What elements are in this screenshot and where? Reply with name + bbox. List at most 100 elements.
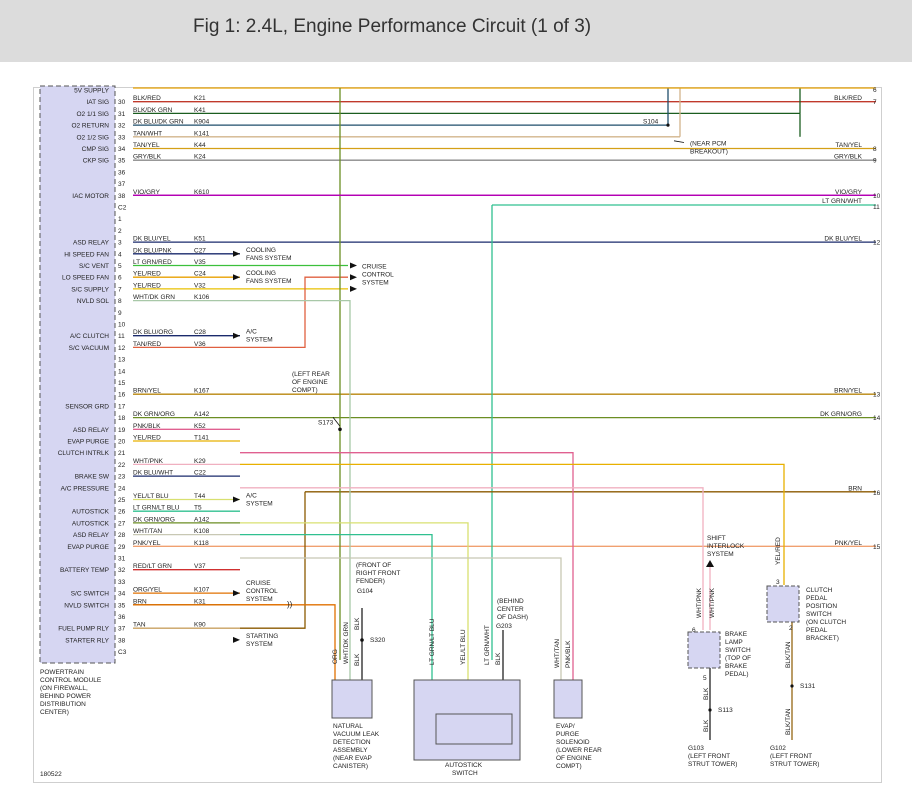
- clutch-pedal-label-line: PEDAL: [806, 595, 828, 602]
- right-wire-color-label: LT GRN/WHT: [822, 198, 862, 205]
- pcm-pin-number: 11: [118, 333, 125, 340]
- wire-color-label: GRY/BLK: [133, 154, 162, 161]
- pcm-pin-label: O2 1/1 SIG: [76, 111, 109, 118]
- left-rear-label-line: OF ENGINE: [292, 379, 328, 386]
- wire-t5-drop: [240, 533, 433, 680]
- right-wire-color-label: DK BLU/YEL: [824, 236, 862, 243]
- wire-color-label: BRN: [133, 598, 147, 605]
- pcm-pin-number: 31: [118, 556, 126, 563]
- pcm-pin-label: IAT SIG: [86, 99, 109, 106]
- pcm-pin-number: 34: [118, 591, 126, 598]
- pcm-pin-number: 34: [118, 146, 126, 153]
- right-connector-number: 9: [873, 158, 877, 165]
- evap-label-line: (LOWER REAR: [556, 747, 602, 754]
- right-connector-number: 10: [873, 193, 881, 200]
- pin-label: 5: [703, 675, 707, 682]
- pcm-pin-label: ASD RELAY: [73, 532, 110, 539]
- cruise2-label-line: CRUISE: [246, 580, 271, 587]
- nvld-label-line: CANISTER): [333, 763, 368, 770]
- pcm-pin-label: O2 RETURN: [71, 123, 109, 130]
- pcm-pin-label: IAC MOTOR: [72, 193, 109, 200]
- wire-color-label: VIO/GRY: [133, 189, 161, 196]
- pcm-pin-number: 6: [118, 275, 122, 282]
- pcm-pin-label: BATTERY TEMP: [60, 567, 109, 574]
- wire-color-label: DK GRN/ORG: [133, 411, 175, 418]
- wire-color-label: YEL/RED: [133, 271, 161, 278]
- evap-label-line: COMPT): [556, 763, 582, 770]
- clutch-pedal-label-line: POSITION: [806, 603, 837, 610]
- s173-label: S173: [318, 419, 334, 426]
- wire-circuit-label: V37: [194, 563, 206, 570]
- right-connector-number: 14: [873, 415, 881, 422]
- pcm-pin-number: 21: [118, 450, 126, 457]
- vertical-wire-label: BLK: [703, 719, 710, 732]
- wire-color-label: BRN/YEL: [133, 388, 161, 395]
- vertical-wire-label: BLK: [354, 617, 361, 630]
- wire-circuit-label: K904: [194, 119, 210, 126]
- cruise1-label-line: CONTROL: [362, 272, 394, 279]
- vertical-wire-label: YEL/LT BLU: [460, 629, 467, 665]
- behind-dash-label-line: OF DASH): [497, 614, 528, 621]
- wire-circuit-label: K29: [194, 458, 206, 465]
- wire-color-label: DK GRN/ORG: [133, 516, 175, 523]
- vertical-wire-label: WHT/DK GRN: [343, 622, 350, 664]
- pcm-pin-number: 9: [118, 310, 122, 317]
- pcm-pin-label: LO SPEED FAN: [62, 275, 109, 282]
- autostick-label: SWITCH: [452, 770, 478, 777]
- wire-k52-drop: [240, 452, 574, 680]
- system-arrow: [350, 274, 357, 281]
- vertical-wire-label: YEL/RED: [775, 537, 782, 565]
- pcm-pin-label: 5V SUPPLY: [74, 88, 110, 95]
- system-arrow: [233, 250, 240, 257]
- pcm-pin-label: AUTOSTICK: [72, 509, 110, 516]
- front-fender-label-line: FENDER): [356, 578, 385, 585]
- wire-v36-run: [240, 276, 348, 349]
- vertical-wire-label: BLK/TAN: [785, 641, 792, 668]
- pcm-pin-number: 38: [118, 193, 126, 200]
- wire-circuit-label: V36: [194, 341, 206, 348]
- pcm-pin-number: 38: [118, 637, 126, 644]
- pcm-pin-number: 16: [118, 392, 126, 399]
- pcm-pin-number: 13: [118, 357, 126, 364]
- vertical-wire-label: BLK: [703, 687, 710, 700]
- pcm-pin-label: STARTER RLY: [65, 637, 109, 644]
- pcm-body: [39, 85, 116, 664]
- brake-lamp-label-line: (TOP OF: [725, 655, 751, 662]
- starting-label-line: STARTING: [246, 633, 278, 640]
- pcm-pin-number: 7: [118, 286, 122, 293]
- pcm-pin-label: SENSOR GRD: [65, 403, 109, 410]
- pcm-pin-label: EVAP PURGE: [67, 439, 109, 446]
- ac1-label-line: A/C: [246, 329, 257, 336]
- behind-dash-label-line: (BEHIND: [497, 598, 524, 605]
- cruise1-label-line: CRUISE: [362, 264, 387, 271]
- vertical-wire-label: WHT/TAN: [554, 639, 561, 668]
- pcm-pin-number: 10: [118, 322, 126, 329]
- wire-color-label: DK BLU/DK GRN: [133, 119, 184, 126]
- pin-label: 6: [692, 627, 696, 634]
- pcm-pin-number: 4: [118, 251, 122, 258]
- wire-color-label: DK BLU/ORG: [133, 329, 173, 336]
- pin-label: 2: [789, 625, 793, 632]
- right-wire-color-label: DK GRN/ORG: [820, 411, 862, 418]
- wire-circuit-label: K106: [194, 294, 210, 301]
- vertical-wire-label: ORG: [332, 649, 339, 664]
- s104-label: S104: [643, 119, 659, 126]
- wire-circuit-label: T5: [194, 505, 202, 512]
- clutch-pedal-label-line: SWITCH: [806, 611, 832, 618]
- pcm-pin-number: 8: [118, 298, 122, 305]
- brake-lamp-label-line: BRAKE: [725, 631, 748, 638]
- pcm-pin-number: 2: [118, 228, 122, 235]
- s131-label: S131: [800, 683, 816, 690]
- clutch-pedal-label-line: (ON CLUTCH: [806, 619, 846, 626]
- pcm-pin-number: 3: [118, 240, 122, 247]
- leader-line: [332, 417, 341, 427]
- pcm-pin-label: FUEL PUMP RLY: [58, 626, 109, 633]
- wire-circuit-label: K610: [194, 189, 210, 196]
- pcm-caption-line: DISTRIBUTION: [40, 701, 86, 708]
- wire-color-label: YEL/RED: [133, 282, 161, 289]
- evap-label-line: EVAP/: [556, 723, 575, 730]
- wire-color-label: WHT/DK GRN: [133, 294, 175, 301]
- g103-label-line: G103: [688, 745, 704, 752]
